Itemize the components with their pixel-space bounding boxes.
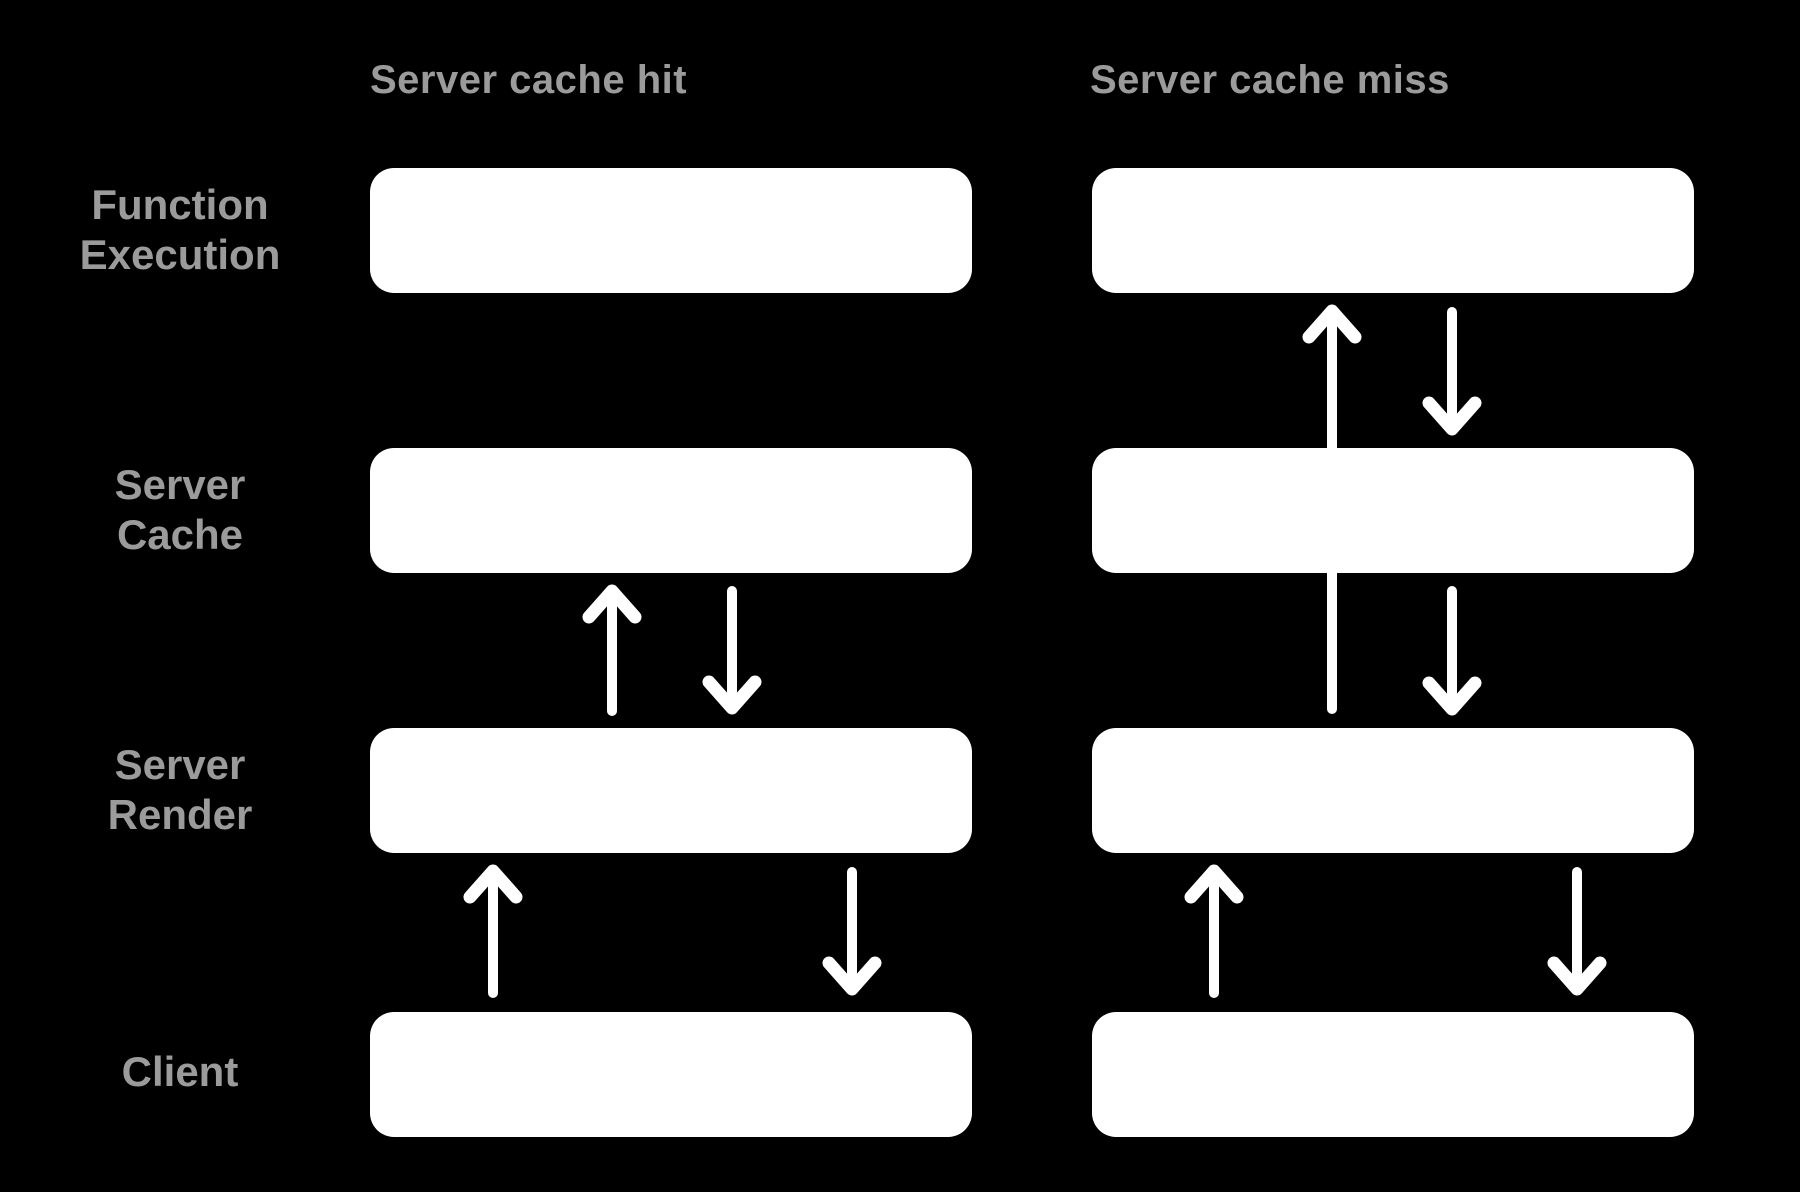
row-label-line: Client — [121, 1048, 239, 1095]
arrow-up-hit-server-render-to-server-cache — [582, 584, 642, 716]
box-miss-server-render — [1092, 728, 1694, 853]
row-label-line: Function — [91, 181, 269, 228]
box-miss-client — [1092, 1012, 1694, 1137]
box-miss-function-execution — [1092, 168, 1694, 293]
column-title-server-cache-miss: Server cache miss — [1090, 58, 1450, 102]
row-label-server-cache: Server Cache — [30, 460, 330, 560]
box-hit-function-execution — [370, 168, 972, 293]
arrow-down-miss-server-render-to-client — [1547, 867, 1607, 996]
row-label-server-render: Server Render — [30, 740, 330, 840]
row-label-function-execution: Function Execution — [30, 180, 330, 280]
box-hit-client — [370, 1012, 972, 1137]
box-miss-server-cache — [1092, 448, 1694, 573]
arrow-down-miss-server-cache-to-server-render — [1422, 586, 1482, 716]
row-label-line: Server — [114, 741, 246, 788]
row-label-line: Cache — [116, 511, 244, 558]
arrow-down-hit-server-render-to-client — [822, 867, 882, 996]
row-label-line: Render — [107, 791, 253, 838]
arrow-up-miss-client-to-server-render — [1184, 864, 1244, 998]
row-label-client: Client — [30, 1047, 330, 1097]
arrow-up-hit-client-to-server-render — [463, 864, 523, 998]
box-hit-server-render — [370, 728, 972, 853]
box-hit-server-cache — [370, 448, 972, 573]
row-label-line: Execution — [79, 231, 281, 278]
row-label-line: Server — [114, 461, 246, 508]
column-title-server-cache-hit: Server cache hit — [370, 58, 688, 102]
arrow-down-miss-function-execution-to-server-cache — [1422, 307, 1482, 436]
arrow-down-hit-server-cache-to-server-render — [702, 586, 762, 715]
